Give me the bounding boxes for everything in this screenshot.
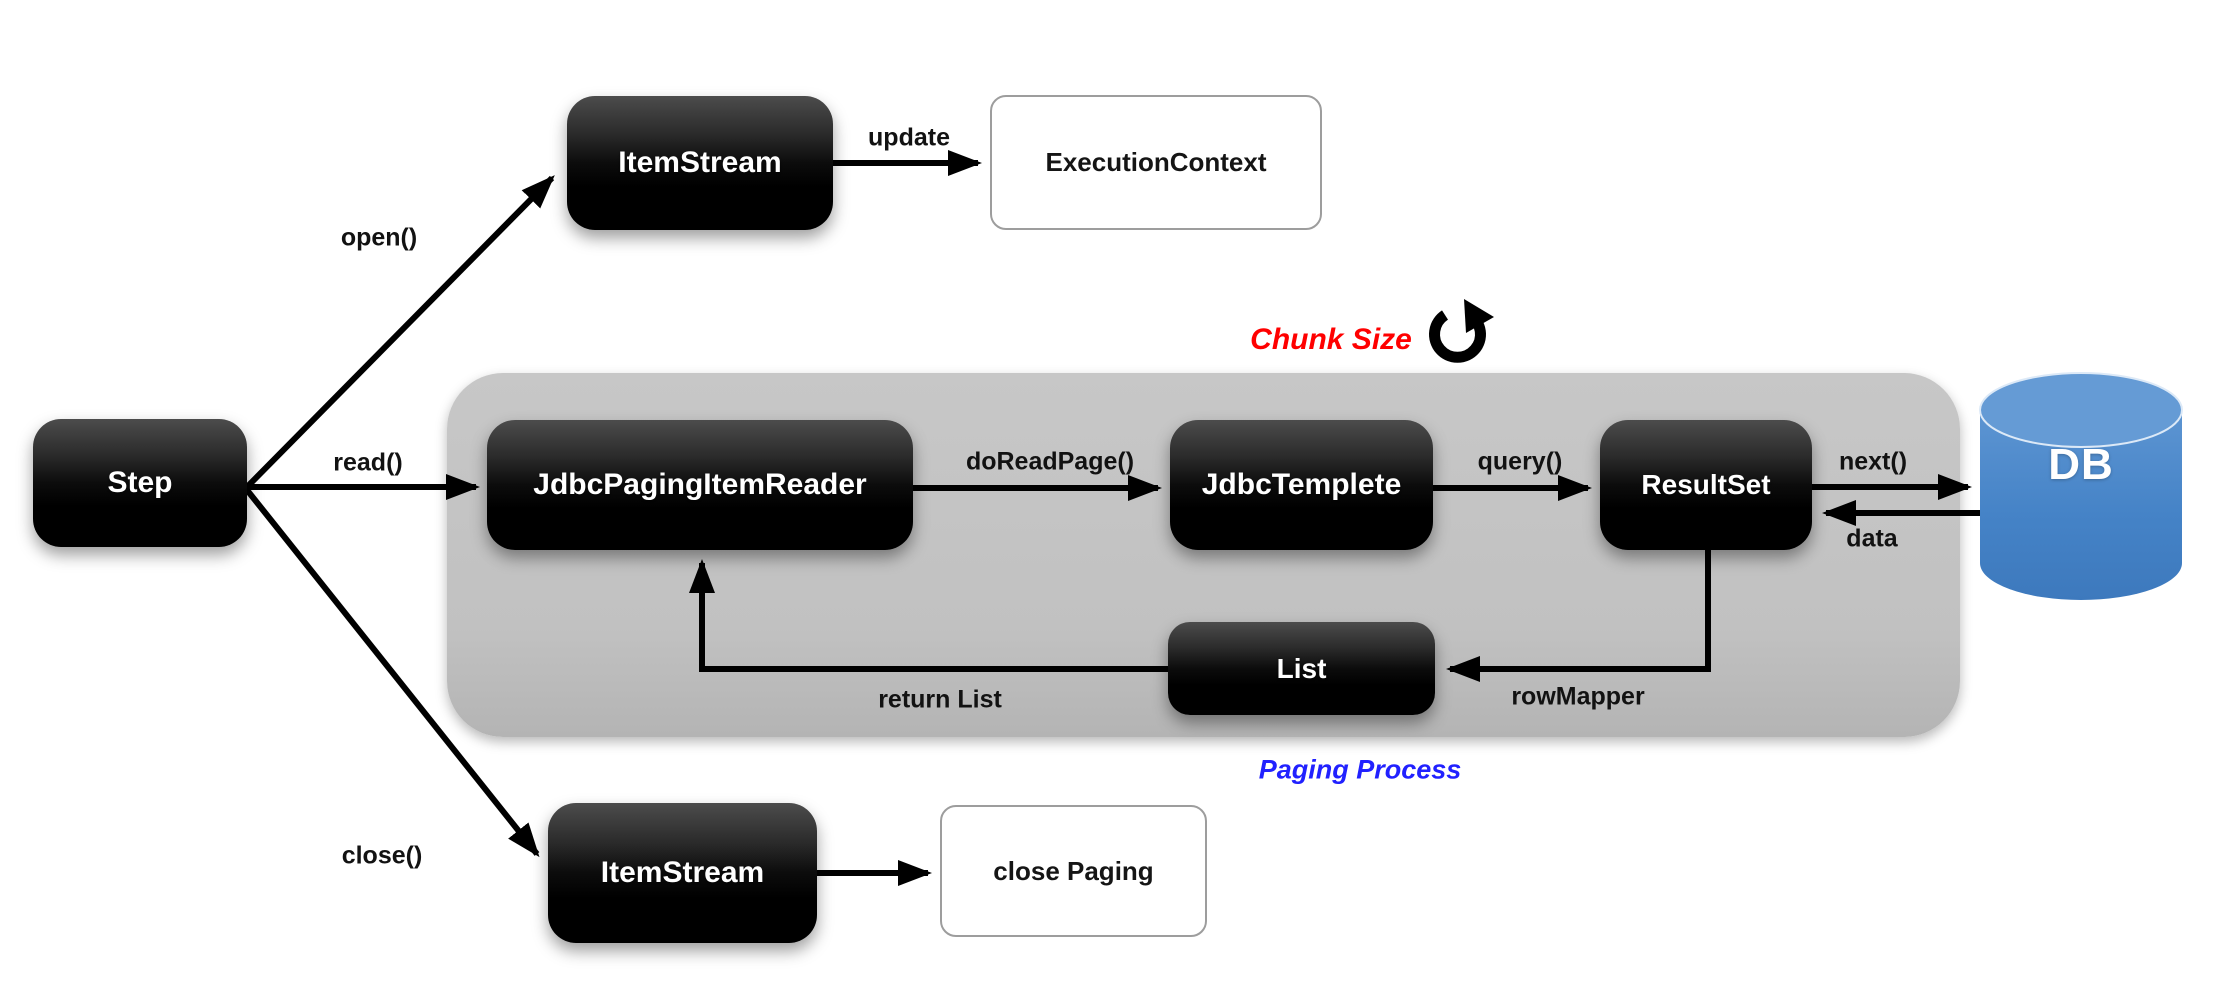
refresh-icon	[1429, 299, 1494, 363]
edge-next-label: next()	[1838, 447, 1908, 476]
edge-returnlist-label: return List	[878, 685, 1002, 714]
edge-data-label: data	[1846, 524, 1898, 553]
step-label: Step	[107, 466, 173, 499]
paging-process-annotation: Paging Process	[1258, 754, 1462, 785]
closepaging-label: close Paging	[993, 855, 1154, 886]
edge-doreadpage-label: doReadPage()	[965, 447, 1135, 476]
edge-read-label: read()	[333, 448, 403, 477]
resultset-label: ResultSet	[1641, 469, 1771, 500]
itemstream-top-label: ItemStream	[618, 146, 782, 179]
db-label: DB	[2048, 440, 2114, 489]
step-node: Step	[33, 419, 247, 547]
itemstream-top-node: ItemStream	[567, 96, 833, 230]
edge-update-label: update	[868, 123, 950, 152]
edge-rowmapper-label: rowMapper	[1511, 682, 1645, 711]
list-label: List	[1276, 652, 1327, 684]
closepaging-node: close Paging	[940, 805, 1207, 937]
edge-open-label: open()	[340, 223, 418, 252]
edge-query-label: query()	[1477, 447, 1563, 476]
jdbctemplete-label: JdbcTemplete	[1201, 468, 1402, 501]
resultset-node: ResultSet	[1600, 420, 1812, 550]
executioncontext-node: ExecutionContext	[990, 95, 1322, 230]
chunk-size-annotation: Chunk Size	[1250, 323, 1412, 356]
jdbctemplete-node: JdbcTemplete	[1170, 420, 1433, 550]
executioncontext-label: ExecutionContext	[1045, 147, 1267, 177]
jdbcpagingitemreader-node: JdbcPagingItemReader	[487, 420, 913, 550]
edge-close-label: close()	[341, 841, 423, 870]
itemstream-bottom-label: ItemStream	[600, 856, 765, 889]
jdbcpagingitemreader-label: JdbcPagingItemReader	[533, 468, 867, 501]
itemstream-bottom-node: ItemStream	[548, 803, 817, 943]
list-node: List	[1168, 622, 1435, 715]
